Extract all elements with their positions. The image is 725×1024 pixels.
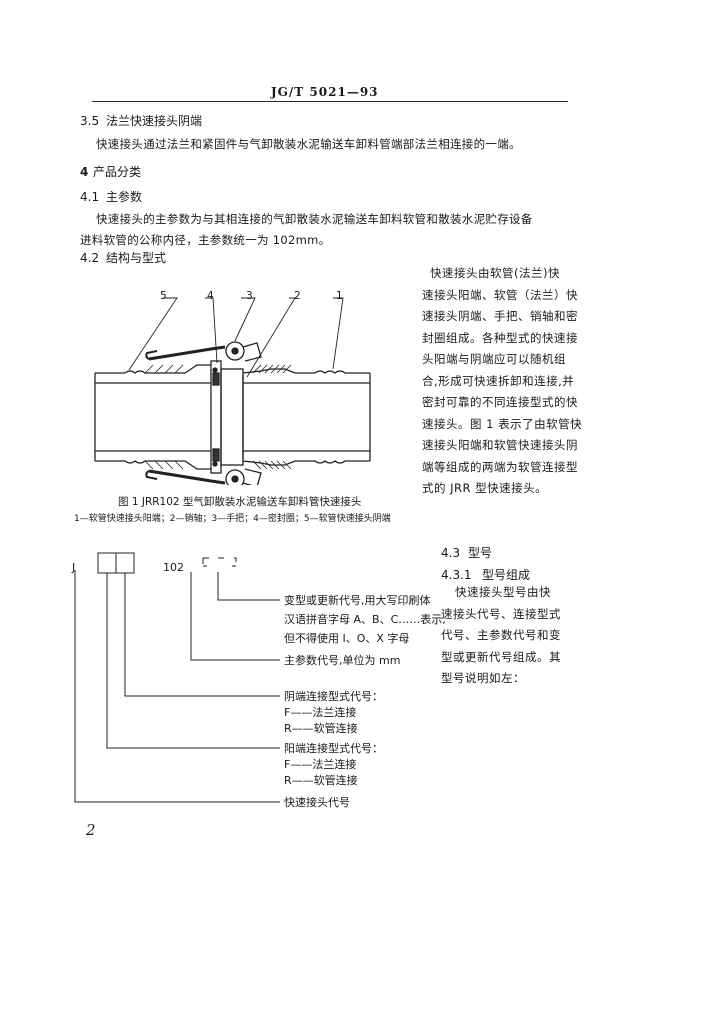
section-3-5-title: 法兰快速接头阴端	[106, 114, 203, 128]
label-male-r: R——软管连接	[284, 774, 358, 787]
section-4-3-1-number: 4.3.1	[441, 568, 472, 582]
page-number: 2	[86, 821, 96, 839]
figure-caption: 图 1 JRR102 型气卸散装水泥输送车卸料管快速接头	[118, 496, 362, 508]
section-4-3-number: 4.3	[441, 546, 461, 560]
label-male: 阳端连接型式代号：	[284, 742, 383, 755]
callout-5: 5	[160, 290, 167, 302]
text-line: 型号说明如左：	[441, 671, 525, 685]
coupling-drawing	[94, 297, 371, 485]
section-4-2-number: 4.2	[80, 251, 100, 265]
description-line: 端等组成的两端为软管连接型	[422, 459, 578, 474]
description-line: 速接头阳端、软管（法兰）快	[422, 287, 578, 302]
label-female: 阴端连接型式代号：	[284, 690, 383, 703]
callout-3: 3	[246, 290, 253, 302]
description-line: 速接头阴端、手把、销轴和密	[422, 309, 578, 323]
description-line: 速接头阳端和软管快速接头阴	[422, 438, 578, 452]
text-line: 代号、主参数代号和变	[441, 628, 561, 642]
label-female-r: R——软管连接	[284, 722, 358, 735]
label-male-f: F——法兰连接	[284, 758, 357, 771]
section-4-1-number: 4.1	[80, 190, 100, 204]
label-variant: 但不得使用 I、O、X 字母	[284, 632, 410, 645]
callout-1: 1	[336, 290, 343, 302]
figure-legend: 1—软管快速接头阳端；2—销轴；3—手把；4—密封圈；5—软管快速接头阴端	[74, 514, 391, 524]
section-4-1-title: 主参数	[106, 190, 143, 204]
description-line: 速接头。图 1 表示了由软管快	[422, 416, 583, 431]
section-4-3-1-text: 快速接头型号由快 速接头代号、连接型式 代号、主参数代号和变 型或更新代号组成。…	[441, 582, 561, 690]
description-line: 式的 JRR 型快速接头。	[422, 481, 548, 495]
text-line: 速接头代号、连接型式	[441, 606, 561, 621]
label-code: 快速接头代号	[284, 796, 350, 809]
section-4-2-title: 结构与型式	[106, 251, 167, 265]
description-line: 合,形成可快速拆卸和连接,并	[422, 373, 575, 388]
label-female-f: F——法兰连接	[284, 706, 357, 719]
model-diagram-lines	[74, 552, 280, 803]
section-3-5-number: 3.5	[80, 114, 100, 128]
section-4-2-description: 快速接头由软管(法兰)快 速接头阳端、软管（法兰）快 速接头阴端、手把、销轴和密…	[422, 263, 582, 500]
label-variant: 汉语拼音字母 A、B、C……表示,	[284, 613, 446, 626]
text-line: 快速接头型号由快	[455, 585, 551, 599]
section-4-3-1-title: 型号组成	[482, 568, 531, 582]
section-4-1-line: 快速接头的主参数为与其相连接的气卸散装水泥输送车卸料软管和散装水泥贮存设备	[96, 212, 533, 226]
section-4-3-title: 型号	[468, 546, 493, 560]
description-line: 密封可靠的不同连接型式的快	[422, 395, 578, 409]
description-line: 封圈组成。各种型式的快速接	[422, 330, 578, 345]
description-line: 头阳端与阴端应可以随机组	[422, 352, 566, 366]
model-param-value: 102	[163, 561, 184, 574]
label-variant: 变型或更新代号,用大写印刷体	[284, 594, 431, 607]
callout-2: 2	[294, 290, 301, 302]
section-3-5-text: 快速接头通过法兰和紧固件与气卸散装水泥输送车卸料管端部法兰相连接的一端。	[96, 137, 521, 151]
label-param: 主参数代号,单位为 mm	[284, 654, 401, 667]
callout-4: 4	[207, 290, 214, 302]
standard-code-header: JG/T 5021—93	[271, 85, 379, 99]
model-prefix: J	[72, 561, 76, 574]
text-line: 型或更新代号组成。其	[441, 649, 561, 664]
description-line: 快速接头由软管(法兰)快	[430, 266, 560, 280]
section-4-1-line: 进料软管的公称内径，主参数统一为 102mm。	[80, 233, 331, 247]
section-4-number: 4	[80, 165, 89, 179]
section-4-title: 产品分类	[93, 165, 142, 179]
header-rule	[92, 101, 568, 102]
